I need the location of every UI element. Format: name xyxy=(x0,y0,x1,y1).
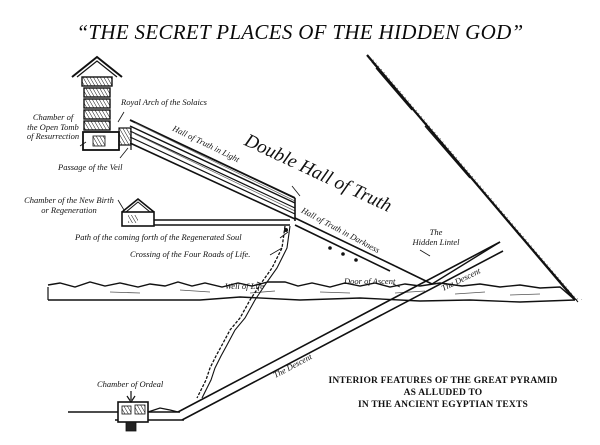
label-chamber-new-birth: Chamber of the New Birth or Regeneration xyxy=(16,196,122,215)
caption-line-3: IN THE ANCIENT EGYPTIAN TEXTS xyxy=(318,399,568,411)
bedrock-surface xyxy=(48,282,575,302)
horizontal-passage xyxy=(150,220,290,232)
label-path-coming-forth: Path of the coming forth of the Regenera… xyxy=(75,233,242,243)
label-royal-arch: Royal Arch of the Solaics xyxy=(121,98,207,108)
chamber-of-new-birth xyxy=(122,199,154,226)
label-well-of-life: Well of Life xyxy=(225,282,264,292)
diagram-caption: INTERIOR FEATURES OF THE GREAT PYRAMID A… xyxy=(318,375,568,411)
label-chamber-ordeal: Chamber of Ordeal xyxy=(97,380,163,390)
label-crossing-roads: Crossing of the Four Roads of Life. xyxy=(130,250,250,260)
label-door-ascent: Door of Ascent xyxy=(344,277,395,287)
caption-line-2: AS ALLUDED TO xyxy=(318,387,568,399)
caption-line-1: INTERIOR FEATURES OF THE GREAT PYRAMID xyxy=(318,375,568,387)
chamber-of-ordeal xyxy=(118,391,178,431)
label-hidden-lintel: The Hidden Lintel xyxy=(408,228,464,247)
label-chamber-open-tomb: Chamber of the Open Tomb of Resurrection xyxy=(18,113,88,142)
label-passage-veil: Passage of the Veil xyxy=(58,163,122,173)
